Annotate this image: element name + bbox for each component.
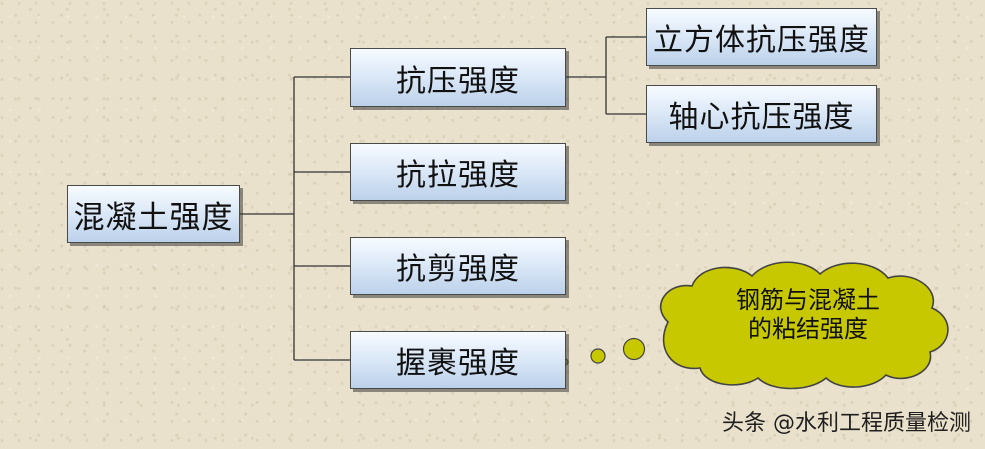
branch-node-shear: 抗剪强度 <box>350 237 566 295</box>
thought-dot-large <box>622 337 646 361</box>
branch-node-compressive: 抗压强度 <box>350 48 566 107</box>
root-node-label: 混凝土强度 <box>73 199 234 236</box>
sub-node-label: 轴心抗压强度 <box>668 100 855 135</box>
branch-node-tensile: 抗拉强度 <box>350 143 566 201</box>
branch-node-label: 抗剪强度 <box>396 252 520 287</box>
callout-line-1: 钢筋与混凝土 <box>736 286 880 314</box>
thought-dot-medium <box>590 348 606 364</box>
watermark-text: 头条 @水利工程质量检测 <box>722 411 971 436</box>
sub-node-axial-compressive: 轴心抗压强度 <box>646 85 877 143</box>
branch-node-label: 握裹强度 <box>396 346 520 381</box>
branch-node-bond: 握裹强度 <box>350 331 566 389</box>
branch-node-label: 抗拉强度 <box>396 158 520 193</box>
branch-node-label: 抗压强度 <box>396 63 520 99</box>
cloud-callout-shape <box>660 261 949 390</box>
callout-line-2: 的粘结强度 <box>748 315 868 343</box>
connector-lines <box>240 36 646 361</box>
sub-node-label: 立方体抗压强度 <box>653 23 870 58</box>
thought-bubble-dots <box>561 337 646 366</box>
sub-node-cube-compressive: 立方体抗压强度 <box>646 8 877 66</box>
cloud-callout-text: 钢筋与混凝土 的粘结强度 <box>688 286 928 344</box>
root-node: 混凝土强度 <box>67 185 240 243</box>
